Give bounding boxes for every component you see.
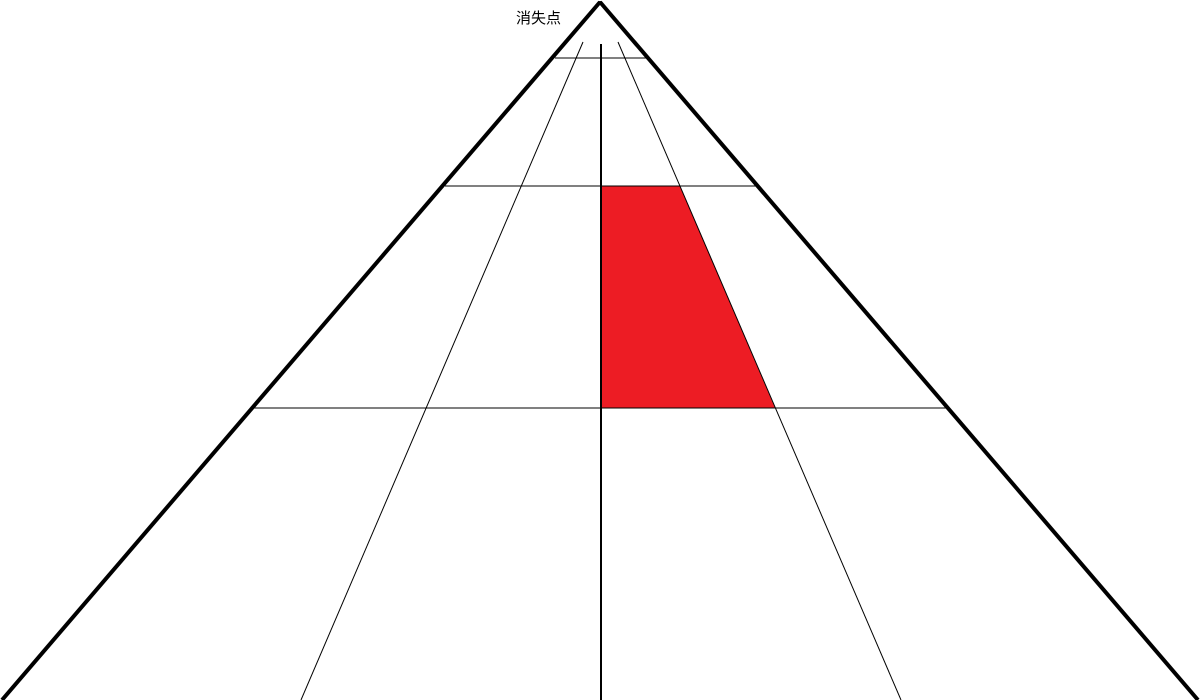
converging-line-right-inner [617, 41, 902, 700]
converging-line-left-outer [0, 0, 602, 700]
highlighted-cell [601, 186, 775, 408]
converging-line-right-outer [598, 0, 1200, 700]
vanishing-point-label: 消失点 [516, 9, 561, 27]
vanishing-point-marker [598, 1, 602, 5]
converging-line-left-inner [300, 41, 584, 700]
